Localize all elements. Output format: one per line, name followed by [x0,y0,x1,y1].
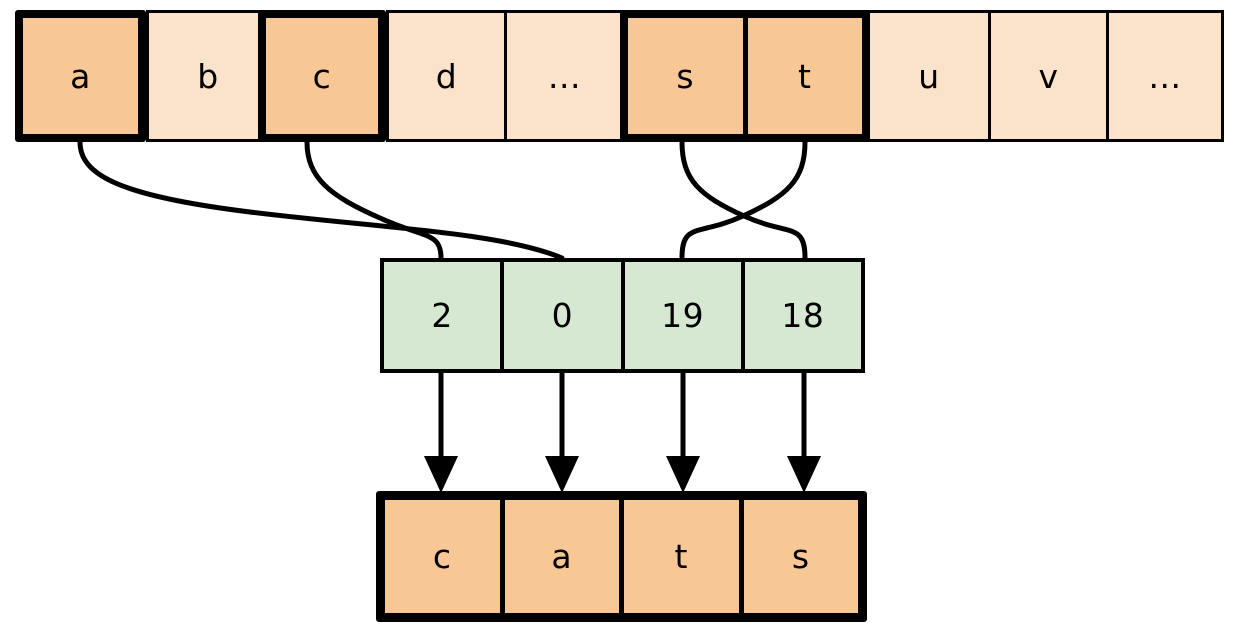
output-cell-0-label: c [432,537,452,576]
alphabet-cell-c-label: c [312,56,332,96]
output-cell-1[interactable]: a [499,500,619,613]
output-strip: c a t s [376,491,867,622]
alphabet-strip: a b c d ... s t u v ... [15,10,1224,142]
alphabet-cell-v[interactable]: v [988,10,1109,142]
output-cell-2-label: t [674,537,688,576]
alphabet-cell-ellipsis-left-label: ... [548,56,581,96]
index-cell-2-label: 19 [661,296,705,335]
index-cell-3[interactable]: 18 [740,262,861,369]
index-cell-2[interactable]: 19 [620,262,741,369]
index-cell-3-label: 18 [781,296,825,335]
alphabet-cell-b-label: b [197,56,219,96]
output-cell-0[interactable]: c [385,500,500,613]
alphabet-cell-a-label: a [70,56,91,96]
alphabet-cell-ellipsis-right-label: ... [1148,56,1182,96]
alphabet-cell-u-label: u [918,56,940,96]
index-cell-0-label: 2 [431,296,453,335]
alphabet-cell-a[interactable]: a [15,10,146,142]
index-strip: 2 0 19 18 [380,258,865,373]
alphabet-cell-t-label: t [798,56,812,96]
alphabet-cell-ellipsis-left: ... [504,10,625,142]
alphabet-cell-t[interactable]: t [742,18,862,134]
alphabet-cell-v-label: v [1038,56,1059,96]
alphabet-cell-u[interactable]: u [867,10,991,142]
wire-s-to-index-3 [679,139,808,261]
alphabet-cell-d[interactable]: d [386,10,507,142]
alphabet-cell-s-label: s [676,56,695,96]
output-cell-3[interactable]: s [738,500,858,613]
output-cell-3-label: s [791,537,810,576]
index-cell-0[interactable]: 2 [384,262,501,369]
wire-c-to-index-0 [304,139,444,261]
alphabet-group-st[interactable]: s t [620,10,870,142]
wire-a-to-index-1 [77,139,565,261]
alphabet-cell-s[interactable]: s [628,18,743,134]
output-cell-2[interactable]: t [619,500,739,613]
alphabet-cell-c[interactable]: c [258,10,386,142]
wire-t-to-index-2 [679,139,808,261]
output-cell-1-label: a [551,537,573,576]
index-cell-1-label: 0 [551,296,574,335]
alphabet-cell-d-label: d [435,56,458,96]
index-cell-1[interactable]: 0 [500,262,621,369]
alphabet-cell-ellipsis-right: ... [1106,10,1224,142]
alphabet-cell-b[interactable]: b [146,10,270,142]
